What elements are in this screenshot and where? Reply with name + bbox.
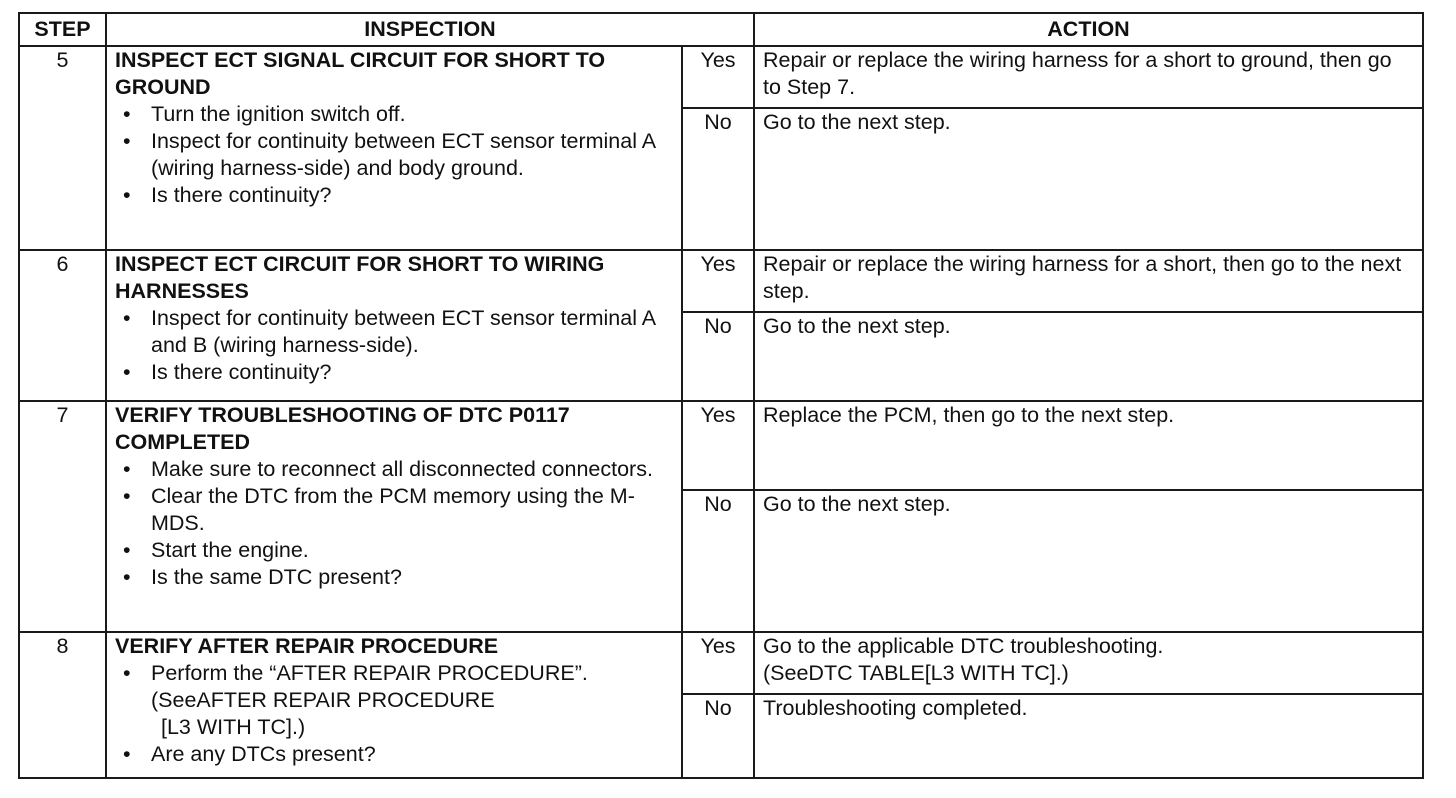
answer-yes: Yes bbox=[681, 45, 755, 109]
step-number: 8 bbox=[18, 631, 107, 779]
inspection-title: INSPECT ECT CIRCUIT FOR SHORT TO WIRING … bbox=[115, 252, 605, 303]
inspection-bullets: Turn the ignition switch off. Inspect fo… bbox=[115, 101, 673, 209]
inspection-bullets: Inspect for continuity between ECT senso… bbox=[115, 305, 673, 386]
step-8-inspection: VERIFY AFTER REPAIR PROCEDURE Perform th… bbox=[105, 631, 683, 779]
answer-no: No bbox=[681, 107, 755, 251]
cross-reference: (SeeAFTER REPAIR PROCEDURE bbox=[151, 688, 495, 712]
answer-yes: Yes bbox=[681, 249, 755, 313]
action-yes: Go to the applicable DTC troubleshooting… bbox=[753, 631, 1424, 695]
step-number: 5 bbox=[18, 45, 107, 251]
list-item: Is there continuity? bbox=[115, 359, 673, 386]
inspection-bullets: Perform the “AFTER REPAIR PROCEDURE”. (S… bbox=[115, 660, 673, 768]
answer-no: No bbox=[681, 693, 755, 779]
list-item: Inspect for continuity between ECT senso… bbox=[115, 128, 673, 182]
inspection-title: VERIFY AFTER REPAIR PROCEDURE bbox=[115, 634, 499, 658]
cross-reference: (SeeDTC TABLE[L3 WITH TC].) bbox=[763, 661, 1069, 685]
troubleshooting-table: STEP INSPECTION ACTION 5 INSPECT ECT SIG… bbox=[18, 12, 1424, 779]
step-number: 6 bbox=[18, 249, 107, 402]
step-5-yes-row: 5 INSPECT ECT SIGNAL CIRCUIT FOR SHORT T… bbox=[18, 45, 1424, 251]
step-5-inspection: INSPECT ECT SIGNAL CIRCUIT FOR SHORT TO … bbox=[105, 45, 683, 251]
step-8-yes-row: 8 VERIFY AFTER REPAIR PROCEDURE Perform … bbox=[18, 631, 1424, 779]
action-yes: Repair or replace the wiring harness for… bbox=[753, 249, 1424, 313]
cross-reference-qualifier: [L3 WITH TC].) bbox=[161, 715, 306, 739]
action-no: Go to the next step. bbox=[753, 107, 1424, 251]
action-no: Go to the next step. bbox=[753, 489, 1424, 633]
answer-no: No bbox=[681, 489, 755, 633]
action-no: Go to the next step. bbox=[753, 311, 1424, 402]
list-item: Clear the DTC from the PCM memory using … bbox=[115, 483, 673, 537]
inspection-title: INSPECT ECT SIGNAL CIRCUIT FOR SHORT TO … bbox=[115, 48, 606, 99]
step-6-yes-row: 6 INSPECT ECT CIRCUIT FOR SHORT TO WIRIN… bbox=[18, 249, 1424, 402]
step-7-inspection: VERIFY TROUBLESHOOTING OF DTC P0117 COMP… bbox=[105, 400, 683, 633]
step-8-no-row: No Troubleshooting completed. bbox=[19, 693, 1424, 779]
list-item: Are any DTCs present? bbox=[115, 741, 673, 768]
header-row: STEP INSPECTION ACTION bbox=[18, 12, 1424, 47]
header-action: ACTION bbox=[753, 12, 1424, 47]
action-yes: Replace the PCM, then go to the next ste… bbox=[753, 400, 1424, 491]
answer-no: No bbox=[681, 311, 755, 402]
step-6-inspection: INSPECT ECT CIRCUIT FOR SHORT TO WIRING … bbox=[105, 249, 683, 402]
list-item: Is there continuity? bbox=[115, 182, 673, 209]
inspection-bullets: Make sure to reconnect all disconnected … bbox=[115, 456, 673, 591]
list-item: Turn the ignition switch off. bbox=[115, 101, 673, 128]
action-no: Troubleshooting completed. bbox=[753, 693, 1424, 779]
step-5-no-row: No Go to the next step. bbox=[19, 107, 1424, 251]
header-step: STEP bbox=[18, 12, 107, 47]
header-inspection: INSPECTION bbox=[105, 12, 755, 47]
step-7-no-row: No Go to the next step. bbox=[19, 489, 1424, 633]
step-number: 7 bbox=[18, 400, 107, 633]
list-item: Inspect for continuity between ECT senso… bbox=[115, 305, 673, 359]
action-text: Go to the applicable DTC troubleshooting… bbox=[763, 634, 1164, 658]
bullet-text: Perform the “AFTER REPAIR PROCEDURE”. bbox=[151, 661, 588, 685]
list-item: Is the same DTC present? bbox=[115, 564, 673, 591]
answer-yes: Yes bbox=[681, 631, 755, 695]
list-item: Start the engine. bbox=[115, 537, 673, 564]
action-yes: Repair or replace the wiring harness for… bbox=[753, 45, 1424, 109]
list-item: Perform the “AFTER REPAIR PROCEDURE”. (S… bbox=[115, 660, 673, 741]
inspection-title: VERIFY TROUBLESHOOTING OF DTC P0117 COMP… bbox=[115, 403, 570, 454]
list-item: Make sure to reconnect all disconnected … bbox=[115, 456, 673, 483]
step-6-no-row: No Go to the next step. bbox=[19, 311, 1424, 402]
answer-yes: Yes bbox=[681, 400, 755, 491]
step-7-yes-row: 7 VERIFY TROUBLESHOOTING OF DTC P0117 CO… bbox=[18, 400, 1424, 633]
